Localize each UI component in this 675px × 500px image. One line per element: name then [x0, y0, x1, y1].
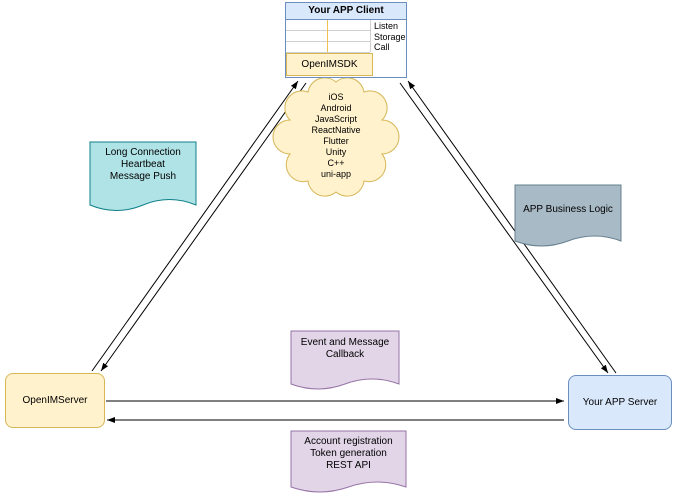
note-event-callback-text: Event and Message Callback	[291, 337, 399, 361]
openimsdk-node: OpenIMSDK	[286, 53, 373, 76]
note-long-connection-shape	[89, 141, 197, 211]
note-line: Long Connection	[105, 147, 181, 158]
interface-storage-label: Storage	[374, 31, 406, 42]
client-grid-row	[286, 42, 370, 53]
arrow-client-to-openimserver	[100, 82, 307, 372]
platform-android: Android	[320, 103, 352, 113]
arrow-client-to-appserver	[399, 82, 609, 374]
your-app-server-node: Your APP Server	[568, 375, 672, 430]
platforms-cloud-shape	[272, 77, 400, 197]
arrow-appserver-to-client	[407, 80, 617, 374]
note-long-connection-text: Long Connection Heartbeat Message Push	[90, 147, 196, 183]
openimserver-node: OpenIMServer	[5, 373, 105, 428]
note-rest-api-shape	[290, 430, 407, 493]
platform-unity: Unity	[325, 147, 347, 157]
app-client-title: Your APP Client	[286, 3, 406, 20]
arrow-openimserver-to-client	[91, 80, 299, 372]
note-line: Account registration	[304, 436, 393, 447]
client-interface-labels: Listen Storage Call	[374, 21, 406, 53]
client-grid-lines	[286, 20, 370, 53]
note-line: Message Push	[109, 171, 177, 182]
platform-reactnative: ReactNative	[311, 125, 361, 135]
note-app-business-logic-shape	[514, 184, 622, 247]
platform-javascript: JavaScript	[314, 114, 358, 124]
note-app-business-logic-text: APP Business Logic	[515, 204, 621, 216]
platform-ios: iOS	[328, 92, 344, 102]
client-grid-row	[286, 20, 370, 31]
app-client-body: Listen Storage Call OpenIMSDK	[286, 20, 406, 78]
note-event-callback-shape	[290, 330, 400, 390]
client-grid-divider	[327, 20, 328, 52]
interface-listen-label: Listen	[374, 21, 399, 31]
note-line: Token generation	[310, 448, 387, 459]
platforms-cloud-text: iOS Android JavaScript ReactNative Flutt…	[288, 92, 384, 180]
platform-flutter: Flutter	[323, 136, 349, 146]
client-grid-row	[286, 31, 370, 42]
note-line: Callback	[325, 349, 365, 360]
client-grid-divider	[370, 20, 371, 52]
platform-uniapp: uni-app	[320, 169, 352, 179]
note-line: REST API	[326, 460, 371, 471]
note-line: Heartbeat	[121, 159, 165, 170]
interface-call-label: Call	[374, 42, 390, 52]
platform-cpp: C++	[327, 158, 345, 168]
note-rest-api-text: Account registration Token generation RE…	[291, 436, 406, 472]
note-line: Event and Message	[300, 337, 390, 348]
app-client-node: Your APP Client Listen Storage Call Open…	[285, 2, 407, 78]
note-line: APP Business Logic	[523, 204, 613, 215]
